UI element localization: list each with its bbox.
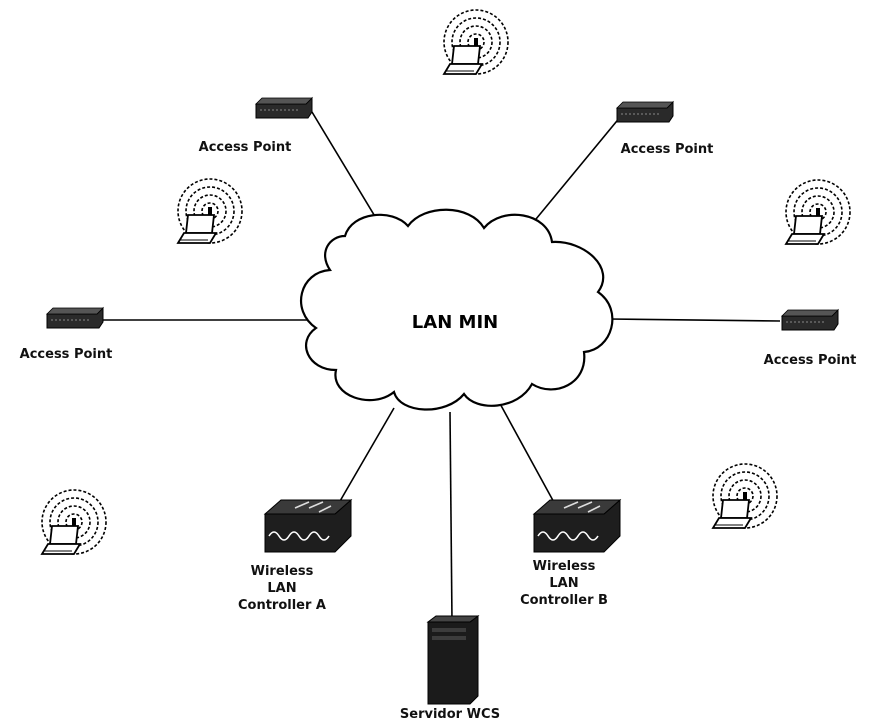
access-point-icon	[781, 309, 839, 331]
server-icon	[426, 615, 480, 705]
link-controller-b	[497, 399, 557, 507]
access-point-top-right: Access Point	[616, 101, 714, 157]
access-point-icon	[255, 97, 313, 119]
controller-a: Wireless LAN Controller A	[238, 499, 352, 613]
access-point-icon	[46, 307, 104, 329]
controller-label-line1: Wireless	[251, 564, 314, 579]
wireless-controller-icon	[264, 499, 352, 553]
access-point-label: Access Point	[20, 347, 113, 362]
controller-label-line1: Wireless	[533, 559, 596, 574]
cloud-label: LAN MIN	[412, 312, 498, 333]
access-point-label: Access Point	[199, 140, 292, 155]
controller-label-line2: LAN	[267, 581, 296, 596]
controller-label-line3: Controller A	[238, 598, 326, 613]
access-point-label: Access Point	[621, 142, 714, 157]
link-ap-right	[607, 318, 781, 322]
wireless-client-icon	[177, 178, 243, 244]
link-ap-top-right	[521, 115, 622, 237]
wireless-client-icon	[712, 463, 778, 529]
access-point-icon	[616, 101, 674, 123]
link-controller-a	[335, 407, 395, 509]
wireless-client-icon	[785, 179, 851, 245]
wireless-controller-icon	[533, 499, 621, 553]
access-point-top-left: Access Point	[199, 97, 313, 155]
connection-lines	[102, 111, 781, 623]
access-point-left: Access Point	[20, 307, 113, 362]
server-label: Servidor WCS	[400, 707, 500, 722]
controller-b: Wireless LAN Controller B	[520, 499, 621, 608]
controller-label-line3: Controller B	[520, 593, 608, 608]
wireless-client-icon	[443, 9, 509, 75]
link-server	[449, 411, 453, 623]
wireless-client-icon	[41, 489, 107, 555]
lan-cloud: LAN MIN	[300, 208, 614, 411]
access-point-right: Access Point	[764, 309, 857, 368]
access-point-label: Access Point	[764, 353, 857, 368]
wcs-server: Servidor WCS	[400, 615, 500, 722]
controller-label-line2: LAN	[549, 576, 578, 591]
